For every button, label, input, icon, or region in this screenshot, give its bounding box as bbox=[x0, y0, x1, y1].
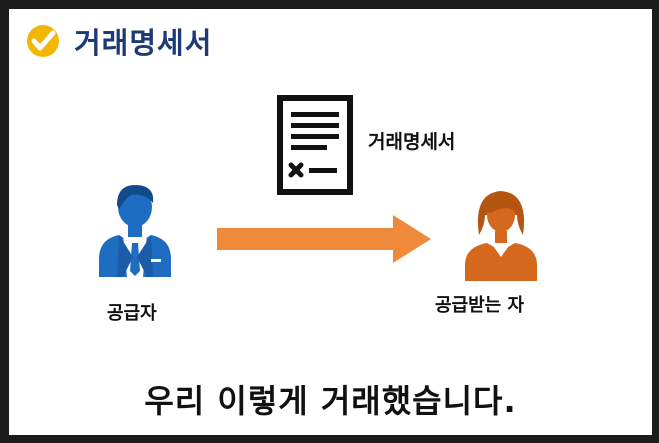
page-title: 거래명세서 bbox=[74, 26, 213, 60]
document-icon bbox=[277, 95, 353, 195]
businesswoman-icon bbox=[465, 191, 537, 281]
slide-card: 거래명세서 거래명세서 공급자 bbox=[9, 9, 652, 435]
check-circle-icon bbox=[27, 25, 59, 57]
document-label: 거래명세서 bbox=[368, 131, 456, 153]
caption-text: 우리 이렇게 거래했습니다. bbox=[144, 382, 517, 420]
title-row: 거래명세서 bbox=[26, 21, 212, 61]
receiver-label: 공급받는 자 bbox=[435, 295, 525, 316]
supplier-label: 공급자 bbox=[107, 303, 157, 324]
arrow-right-icon bbox=[217, 215, 431, 263]
businessman-icon bbox=[99, 185, 171, 277]
